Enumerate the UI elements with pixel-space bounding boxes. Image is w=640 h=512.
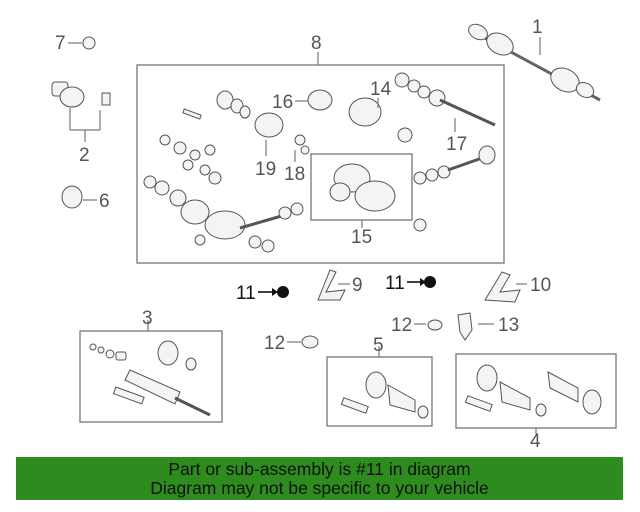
- callout-2: 2: [79, 145, 90, 166]
- nut-part-12-right: [427, 319, 443, 331]
- axle-shaft-part: [468, 23, 601, 102]
- callout-16: 16: [272, 92, 293, 113]
- callout-1: 1: [532, 17, 543, 38]
- callout-8: 8: [311, 33, 322, 54]
- callout-15: 15: [351, 227, 372, 248]
- callout-5: 5: [373, 335, 384, 356]
- callout-11-right: 11: [385, 273, 405, 294]
- callout-6: 6: [99, 191, 110, 212]
- differential-internal-parts: [143, 72, 496, 253]
- nut-part-12-left: [301, 335, 319, 349]
- seal-part: [61, 185, 83, 209]
- callout-4: 4: [530, 431, 541, 452]
- differential-assembly-box: [136, 64, 505, 264]
- boot-kit-box-3: [79, 330, 223, 423]
- bracket-part-10: [484, 271, 521, 303]
- callout-11-left: 11: [236, 283, 256, 304]
- callout-14: 14: [370, 79, 392, 100]
- parts-diagram: 1 7 2 6 8 15: [51, 17, 617, 452]
- boot-kit-parts-3: [89, 340, 211, 417]
- callout-18: 18: [284, 164, 305, 185]
- fitment-notice-banner: Part or sub-assembly is #11 in diagram D…: [16, 457, 623, 500]
- callout-13: 13: [498, 315, 519, 336]
- bolt-part-13: [457, 312, 473, 341]
- boot-kit-parts-4: [464, 364, 602, 417]
- callout-19: 19: [255, 159, 276, 180]
- callout-10: 10: [530, 275, 551, 296]
- part-11-right: [424, 276, 436, 288]
- boot-kit-parts-5: [340, 371, 429, 419]
- bushing-part: [82, 36, 96, 50]
- part-11-left: [277, 286, 289, 298]
- joint-part: [51, 81, 111, 108]
- notice-line-2: Diagram may not be specific to your vehi…: [150, 478, 489, 498]
- notice-line-1: Part or sub-assembly is #11 in diagram: [168, 459, 471, 479]
- callout-12-left: 12: [264, 333, 285, 354]
- callout-12-right: 12: [391, 315, 412, 336]
- callout-17: 17: [446, 134, 467, 155]
- callout-7: 7: [55, 33, 66, 54]
- callout-9: 9: [352, 275, 363, 296]
- callout-3: 3: [142, 308, 153, 329]
- bracket-part-9: [317, 269, 346, 301]
